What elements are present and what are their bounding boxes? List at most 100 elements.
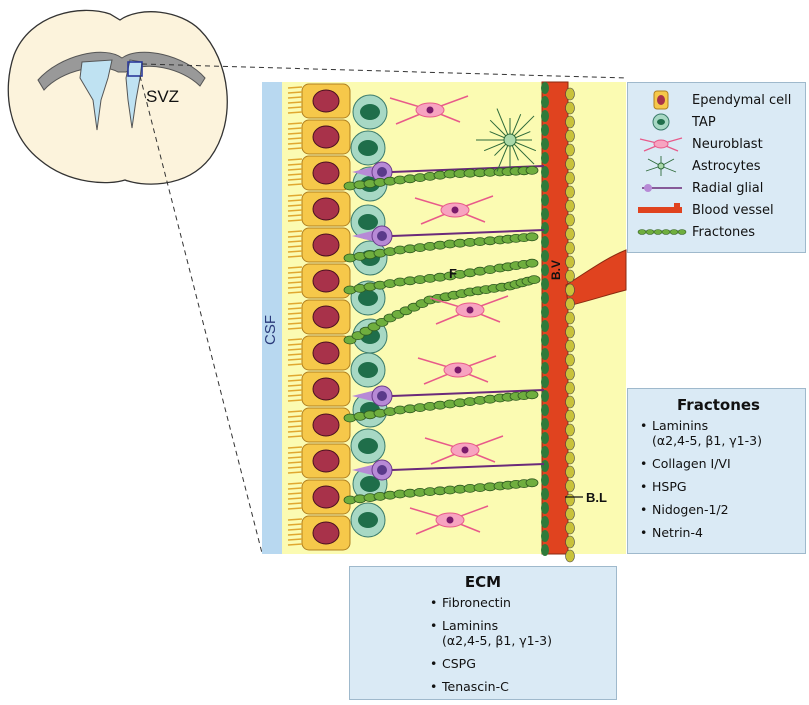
basal-lamina-bead — [541, 530, 549, 542]
neuroblast-nucleus — [446, 516, 454, 524]
cilium — [287, 250, 303, 253]
basal-lamina-bead — [541, 516, 549, 528]
brain-section — [7, 9, 228, 185]
fractone-bead — [527, 275, 541, 285]
cilium — [287, 307, 303, 310]
basal-lamina-bead — [541, 334, 549, 346]
cilium — [287, 518, 303, 521]
basal-lamina-bead — [541, 292, 549, 304]
list-item: Netrin-4 — [640, 525, 797, 540]
tap-nucleus — [358, 512, 378, 528]
pericyte-bead — [565, 185, 575, 199]
cilium — [287, 399, 303, 402]
pericyte-bead — [565, 311, 575, 325]
legend-item: Astrocytes — [634, 155, 761, 177]
pericyte-bead — [565, 465, 575, 479]
pericyte-bead — [565, 199, 575, 213]
cilium — [287, 497, 303, 500]
ependymal-nucleus — [312, 269, 340, 293]
radial-glial-fiber — [391, 463, 545, 471]
cilium — [287, 271, 303, 274]
svz-region-marker — [127, 61, 143, 77]
basal-lamina-bead — [541, 138, 549, 150]
list-item-text: Fibronectin — [442, 595, 511, 610]
cilium — [287, 451, 303, 454]
cilium — [287, 338, 303, 341]
pericyte-bead — [565, 409, 575, 423]
zoom-line-bottom — [139, 75, 263, 554]
basal-lamina-bead — [541, 180, 549, 192]
list-item-text: Collagen I/VI — [652, 456, 731, 471]
pericyte-bead — [565, 129, 575, 143]
pericyte-bead — [565, 339, 575, 353]
cilium — [287, 255, 303, 258]
basal-lamina-bead — [541, 124, 549, 136]
basal-lamina-bead — [541, 502, 549, 514]
neuroblast-nucleus — [466, 306, 474, 314]
basal-lamina-bead — [541, 376, 549, 388]
csf-strip — [262, 82, 282, 554]
ependymal-nucleus — [312, 125, 340, 149]
legend-item: Ependymal cell — [634, 89, 791, 111]
pericyte-bead — [565, 353, 575, 367]
fractones-icon — [637, 229, 687, 235]
radial-glial-icon — [642, 184, 682, 192]
legend-item-label: Blood vessel — [692, 202, 774, 218]
ependymal-nucleus — [312, 377, 340, 401]
cilium — [287, 482, 303, 485]
cilium — [287, 219, 303, 222]
cilium — [287, 523, 303, 526]
legend-item-label: Neuroblast — [692, 136, 763, 152]
fractone-bead — [525, 478, 539, 488]
fractones-component-list: Laminins(α2,4-5, β1, γ1-3)Collagen I/VIH… — [640, 418, 797, 540]
ependymal-nucleus — [312, 521, 340, 545]
legend-item-label: Fractones — [692, 224, 756, 240]
basal-lamina-bead — [541, 320, 549, 332]
ependymal-nucleus — [312, 413, 340, 437]
pericyte-bead — [565, 367, 575, 381]
cilium — [287, 204, 303, 207]
legend-item: Neuroblast — [634, 133, 763, 155]
fractone-bead — [525, 165, 539, 175]
pericyte-bead — [565, 549, 575, 563]
list-item-detail: (α2,4-5, β1, γ1-3) — [442, 633, 552, 648]
basal-lamina-bead — [541, 208, 549, 220]
ependymal-nucleus — [312, 161, 340, 185]
pericyte-bead — [565, 521, 575, 535]
list-item-text: Tenascin-C — [442, 679, 509, 694]
radial-glial-process — [352, 464, 376, 476]
basal-lamina-bead — [541, 194, 549, 206]
fractone-bead — [525, 232, 539, 242]
cilium — [287, 507, 303, 510]
cilium — [287, 528, 303, 531]
basal-lamina-bead — [541, 82, 549, 94]
astrocyte-icon — [645, 156, 677, 176]
cilium — [287, 291, 303, 294]
brain-region-label: SVZ — [146, 87, 179, 106]
cilium — [287, 343, 303, 346]
pericyte-bead — [565, 115, 575, 129]
pericyte-bead — [565, 213, 575, 227]
cilium — [287, 86, 303, 89]
list-item: CSPG — [430, 656, 606, 671]
pericyte-bead — [565, 171, 575, 185]
radial-glial-nucleus — [377, 391, 387, 401]
radial-glial-fiber — [391, 165, 545, 173]
cilium — [287, 502, 303, 505]
basal-lamina-bead — [541, 348, 549, 360]
ependymal-cell-icon — [653, 90, 669, 110]
neuroblast-icon — [639, 137, 683, 152]
cilium — [287, 235, 303, 238]
legend-item-label: Radial glial — [692, 180, 764, 196]
list-item: Tenascin-C — [430, 679, 606, 694]
ecm-panel: ECM FibronectinLaminins(α2,4-5, β1, γ1-3… — [349, 566, 617, 700]
basal-lamina-bead — [541, 152, 549, 164]
pericyte-bead — [565, 535, 575, 549]
cilium — [287, 322, 303, 325]
niche-fractone-label: F — [449, 266, 457, 281]
ecm-title: ECM — [464, 573, 502, 591]
cilium — [287, 183, 303, 186]
astrocyte — [503, 133, 517, 147]
